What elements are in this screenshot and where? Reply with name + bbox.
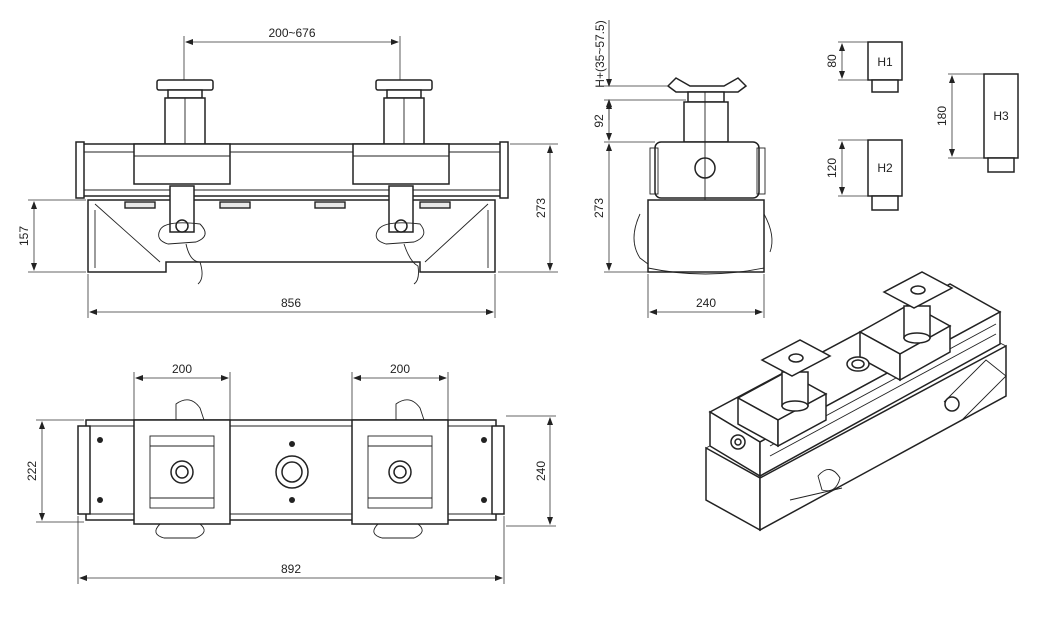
- front-saddle-left: [133, 143, 231, 185]
- top-saddle-right: [351, 399, 449, 539]
- side-240-label: 240: [696, 296, 716, 310]
- front-jack-left: [156, 79, 214, 147]
- adapter-h3-label: H3: [993, 109, 1009, 123]
- top-pad-right-label: 200: [390, 362, 410, 376]
- side-h-label: H+(35~57.5): [593, 20, 607, 87]
- top-saddle-left: [133, 399, 231, 539]
- adapter-h3: 180 H3: [935, 73, 1019, 173]
- side-92-label: 92: [592, 114, 606, 128]
- top-pad-left-dimension: 200: [133, 362, 231, 422]
- top-depth-right-label: 240: [534, 461, 548, 481]
- front-spacing-label: 200~676: [268, 26, 315, 40]
- adapter-h1-label: H1: [877, 55, 893, 69]
- top-depth-right-dimension: 240: [506, 415, 556, 527]
- top-width-dimension: 892: [77, 516, 505, 584]
- side-273-label: 273: [592, 198, 606, 218]
- adapter-h2-label: H2: [877, 161, 893, 175]
- side-view: H+(35~57.5) 92 273 240: [592, 20, 773, 318]
- side-lower-box: [647, 199, 765, 273]
- front-lower-frame: [87, 199, 496, 273]
- side-273-dimension: 273: [592, 143, 648, 273]
- top-depth-left-label: 222: [25, 461, 39, 481]
- front-view: 200~676: [17, 26, 558, 318]
- top-pad-right-dimension: 200: [351, 362, 449, 422]
- isometric-view: [705, 271, 1007, 532]
- front-height-right-dimension: 273: [498, 143, 558, 273]
- adapter-h2: 120 H2: [825, 139, 903, 211]
- front-width-dimension: 856: [87, 274, 496, 318]
- top-pad-left-label: 200: [172, 362, 192, 376]
- front-height-right-label: 273: [534, 198, 548, 218]
- front-pin-right: [375, 185, 425, 285]
- front-jack-right: [375, 79, 433, 147]
- front-pin-left: [158, 185, 206, 285]
- side-h-dimension: H+(35~57.5): [593, 20, 686, 120]
- top-width-label: 892: [281, 562, 301, 576]
- front-width-label: 856: [281, 296, 301, 310]
- front-height-left-label: 157: [17, 226, 31, 246]
- top-depth-left-dimension: 222: [25, 419, 84, 523]
- side-240-dimension: 240: [647, 274, 765, 318]
- adapter-h3-height: 180: [935, 106, 949, 126]
- front-saddle-right: [352, 143, 450, 185]
- side-92-dimension: 92: [592, 101, 655, 143]
- front-spacing-dimension: 200~676: [183, 26, 401, 82]
- adapter-h2-height: 120: [825, 158, 839, 178]
- adapter-h1-height: 80: [825, 54, 839, 68]
- front-height-left-dimension: 157: [17, 199, 86, 273]
- adapter-h1: 80 H1: [825, 41, 903, 93]
- top-view: 200 200: [25, 362, 556, 584]
